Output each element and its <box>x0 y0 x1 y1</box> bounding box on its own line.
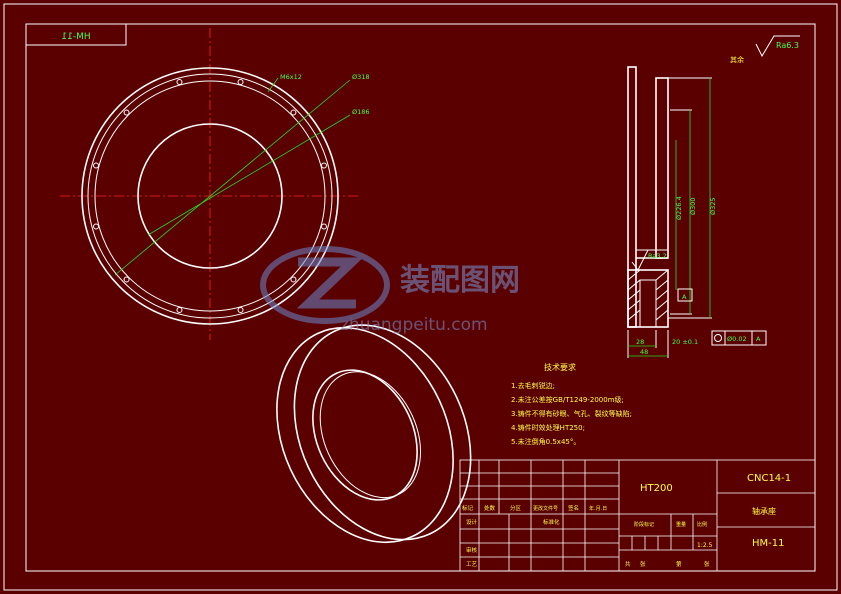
tech-req-item-3: 3.铸件不得有砂眼、气孔、裂纹等缺陷; <box>511 409 632 418</box>
label-sheets-1: 张 <box>640 560 646 568</box>
datum-label: A <box>682 293 687 301</box>
datum-box <box>677 288 693 302</box>
watermark-logo-icon <box>296 257 364 309</box>
row-label-zone: 分区 <box>510 504 522 512</box>
tech-req-item-4: 4.铸件时效处理HT250; <box>511 423 585 432</box>
other-label: 其余 <box>730 55 744 64</box>
tech-req-title: 技术要求 <box>544 362 576 372</box>
leader-318 <box>114 79 351 276</box>
dia-outer-label: Ø318 <box>352 73 370 81</box>
runout-datum: A <box>756 335 761 343</box>
roughness-symbol <box>755 35 800 58</box>
project-code-label: CNC14-1 <box>747 473 791 484</box>
thread-note: M6x12 <box>280 73 302 81</box>
scale-label: 1:2.5 <box>697 542 713 549</box>
watermark: 装配图网 zhuangpeitu.com <box>260 246 520 335</box>
label-total: 共 <box>625 560 631 568</box>
runout-value: Ø0.02 <box>727 335 747 343</box>
inner-frame <box>25 23 816 572</box>
label-standardization: 标准化 <box>543 518 560 526</box>
dia-226-label: Ø226.4 <box>675 196 683 220</box>
code-box <box>25 23 127 46</box>
section-view: Ø226.4 Ø300 Ø325 28 48 20 ±0.1 Ra3.2 A Ø… <box>627 35 800 358</box>
iso-outer-back <box>293 324 472 541</box>
outer-circle <box>81 67 339 325</box>
label-weight: 重量 <box>676 521 686 528</box>
tech-req-item-1: 1.去毛刺锐边; <box>511 381 555 390</box>
dia-inner-label: Ø186 <box>352 108 370 116</box>
row-label-count: 处数 <box>484 504 496 512</box>
bolt-hole <box>93 223 100 230</box>
ra-local-label: Ra3.2 <box>648 252 667 260</box>
width-48-label: 48 <box>640 348 648 356</box>
bolt-hole <box>123 109 130 116</box>
bolt-hole <box>237 79 244 86</box>
label-review: 审核 <box>466 546 478 554</box>
bolt-hole <box>176 79 183 86</box>
bolt-hole <box>290 109 297 116</box>
row-label-date: 年.月.日 <box>589 505 607 512</box>
drawing-no-label: HM-11 <box>752 538 784 549</box>
iso-bore <box>312 369 418 501</box>
bolt-hole <box>93 162 100 169</box>
label-stage-mark: 阶段标记 <box>634 521 654 528</box>
bolt-hole <box>123 276 130 283</box>
label-process: 工艺 <box>466 561 478 568</box>
label-design: 设计 <box>466 518 478 526</box>
row-label-change-doc: 更改文件号 <box>533 505 558 512</box>
material-label: HT200 <box>640 483 673 494</box>
bolt-hole <box>320 223 327 230</box>
bolt-holes <box>93 79 327 313</box>
bore-circle <box>137 123 283 269</box>
bolt-hole <box>290 276 297 283</box>
bolt-circle <box>94 80 326 312</box>
dia-325-label: Ø325 <box>709 197 717 215</box>
outer-circle-2 <box>87 73 333 319</box>
section-groove <box>639 279 657 328</box>
iso-outer-front <box>276 326 454 544</box>
leader-186 <box>147 114 351 236</box>
row-label-sign: 签名 <box>568 504 579 512</box>
part-name-label: 轴承座 <box>752 506 776 516</box>
iso-bore-2 <box>319 371 422 499</box>
runout-frame <box>711 330 767 346</box>
section-right-wall <box>655 77 669 259</box>
label-sheets-2: 张 <box>704 560 710 568</box>
outer-frame <box>3 3 838 591</box>
isometric-view <box>276 324 472 544</box>
watermark-cn: 装配图网 <box>400 263 520 298</box>
fit-note-label: 20 ±0.1 <box>672 338 698 346</box>
dia-300-label: Ø300 <box>689 197 697 215</box>
label-scale: 比例 <box>697 521 707 528</box>
row-label-mark: 标记 <box>462 504 474 512</box>
title-block: HT200 CNC14-1 轴承座 HM-11 1:2.5 标记 处数 分区 更… <box>459 459 816 572</box>
ra-general-label: Ra6.3 <box>776 41 799 50</box>
width-28-label: 28 <box>636 338 644 346</box>
section-bottom <box>627 269 669 328</box>
mirrored-code-label: HM-11 <box>61 32 90 42</box>
label-sheet-no: 第 <box>676 560 682 568</box>
runout-icon <box>714 334 722 342</box>
bolt-hole <box>176 306 183 313</box>
technical-requirements: 技术要求 1.去毛刺锐边; 2.未注公差按GB/T1249-2000m级; 3.… <box>511 362 632 446</box>
tech-req-item-2: 2.未注公差按GB/T1249-2000m级; <box>511 395 624 404</box>
section-hatch <box>627 269 669 321</box>
front-view: M6x12 Ø318 Ø186 <box>60 28 370 340</box>
watermark-url: zhuangpeitu.com <box>340 315 488 335</box>
section-left-wall <box>627 66 637 328</box>
bolt-hole <box>320 162 327 169</box>
leader-thread <box>267 77 279 93</box>
tech-req-item-5: 5.未注倒角0.5x45°。 <box>511 437 580 446</box>
bolt-hole <box>237 306 244 313</box>
